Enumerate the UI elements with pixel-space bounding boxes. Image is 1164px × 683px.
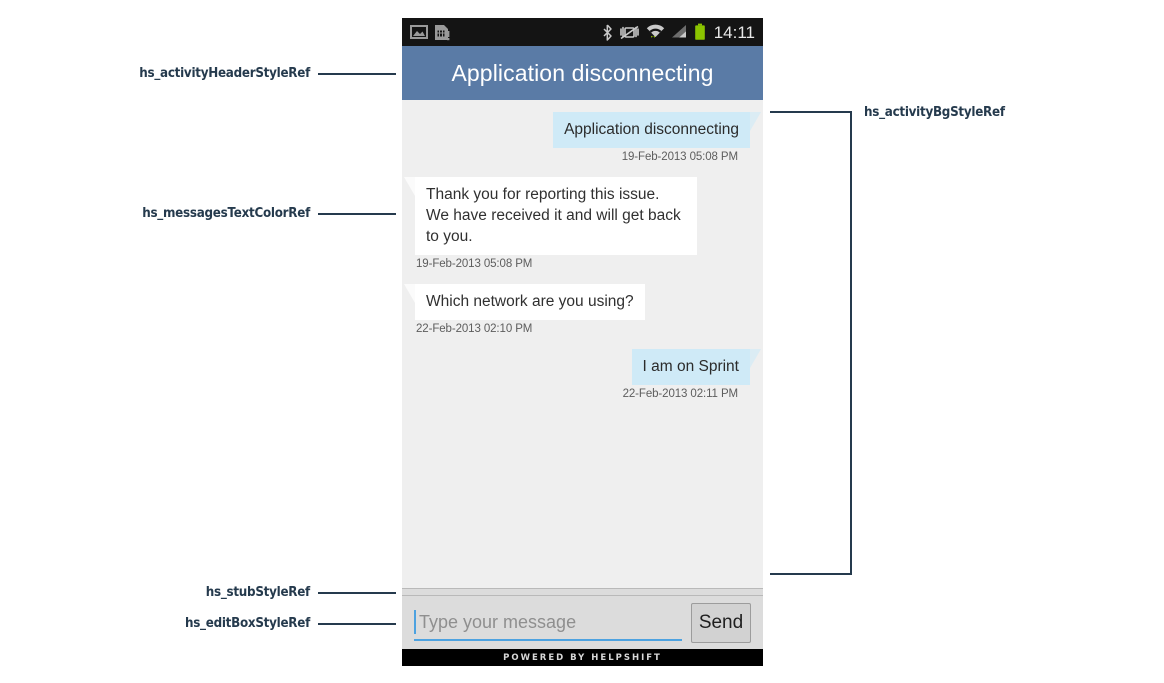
message-bubble-outgoing: Application disconnecting — [553, 112, 761, 148]
stub-divider — [402, 588, 763, 596]
leader-line-activity-header — [318, 73, 396, 75]
send-button[interactable]: Send — [691, 602, 751, 643]
leader-line-stub — [318, 592, 396, 594]
vibrate-mute-icon — [619, 25, 639, 40]
message-row: Application disconnecting 19-Feb-2013 05… — [415, 112, 761, 163]
annotation-label-messages-text-color: hs_messagesTextColorRef — [142, 206, 310, 221]
powered-by-label: POWERED BY HELPSHIFT — [503, 652, 662, 663]
message-bubble-outgoing: I am on Sprint — [631, 349, 761, 385]
annotation-label-activity-header: hs_activityHeaderStyleRef — [139, 66, 310, 81]
leader-bracket-activity-bg — [770, 111, 852, 575]
leader-line-editbox — [318, 623, 396, 625]
message-timestamp: 19-Feb-2013 05:08 PM — [416, 258, 533, 270]
annotation-label-activity-bg: hs_activityBgStyleRef — [864, 105, 1005, 120]
activity-header: Application disconnecting — [402, 46, 763, 100]
leader-line-messages-text-color — [318, 213, 396, 215]
message-row: Thank you for reporting this issue. We h… — [404, 177, 750, 270]
powered-by-bar: POWERED BY HELPSHIFT — [402, 649, 763, 666]
bluetooth-icon — [603, 23, 612, 41]
message-timestamp: 19-Feb-2013 05:08 PM — [621, 151, 738, 163]
annotation-label-editbox: hs_editBoxStyleRef — [184, 616, 310, 631]
battery-icon — [694, 23, 705, 40]
image-icon — [410, 25, 428, 39]
status-bar-clock: 14:11 — [713, 22, 755, 42]
status-bar-right-icons: 14:11 — [602, 23, 755, 41]
message-input[interactable]: Type your message — [414, 605, 682, 641]
message-bubble-incoming: Thank you for reporting this issue. We h… — [404, 177, 697, 255]
page-title: Application disconnecting — [451, 59, 714, 86]
message-timestamp: 22-Feb-2013 02:11 PM — [622, 388, 739, 400]
sim-card-alert-icon — [435, 24, 450, 40]
wifi-icon — [646, 24, 664, 38]
annotation-label-stub: hs_stubStyleRef — [205, 585, 311, 600]
message-row: I am on Sprint 22-Feb-2013 02:11 PM — [415, 349, 761, 400]
phone-screen: 14:11 Application disconnecting Applicat… — [402, 18, 763, 666]
message-timestamp: 22-Feb-2013 02:10 PM — [416, 323, 533, 335]
status-bar-left-icons — [410, 24, 450, 41]
message-input-placeholder: Type your message — [419, 611, 577, 632]
conversation-list[interactable]: Application disconnecting 19-Feb-2013 05… — [402, 100, 763, 588]
compose-bar: Type your message Send — [402, 596, 763, 649]
text-caret — [414, 609, 416, 634]
cellular-signal-icon — [671, 25, 686, 38]
message-row: Which network are you using? 22-Feb-2013… — [404, 284, 750, 335]
message-bubble-incoming: Which network are you using? — [404, 284, 645, 320]
status-bar: 14:11 — [402, 18, 763, 46]
